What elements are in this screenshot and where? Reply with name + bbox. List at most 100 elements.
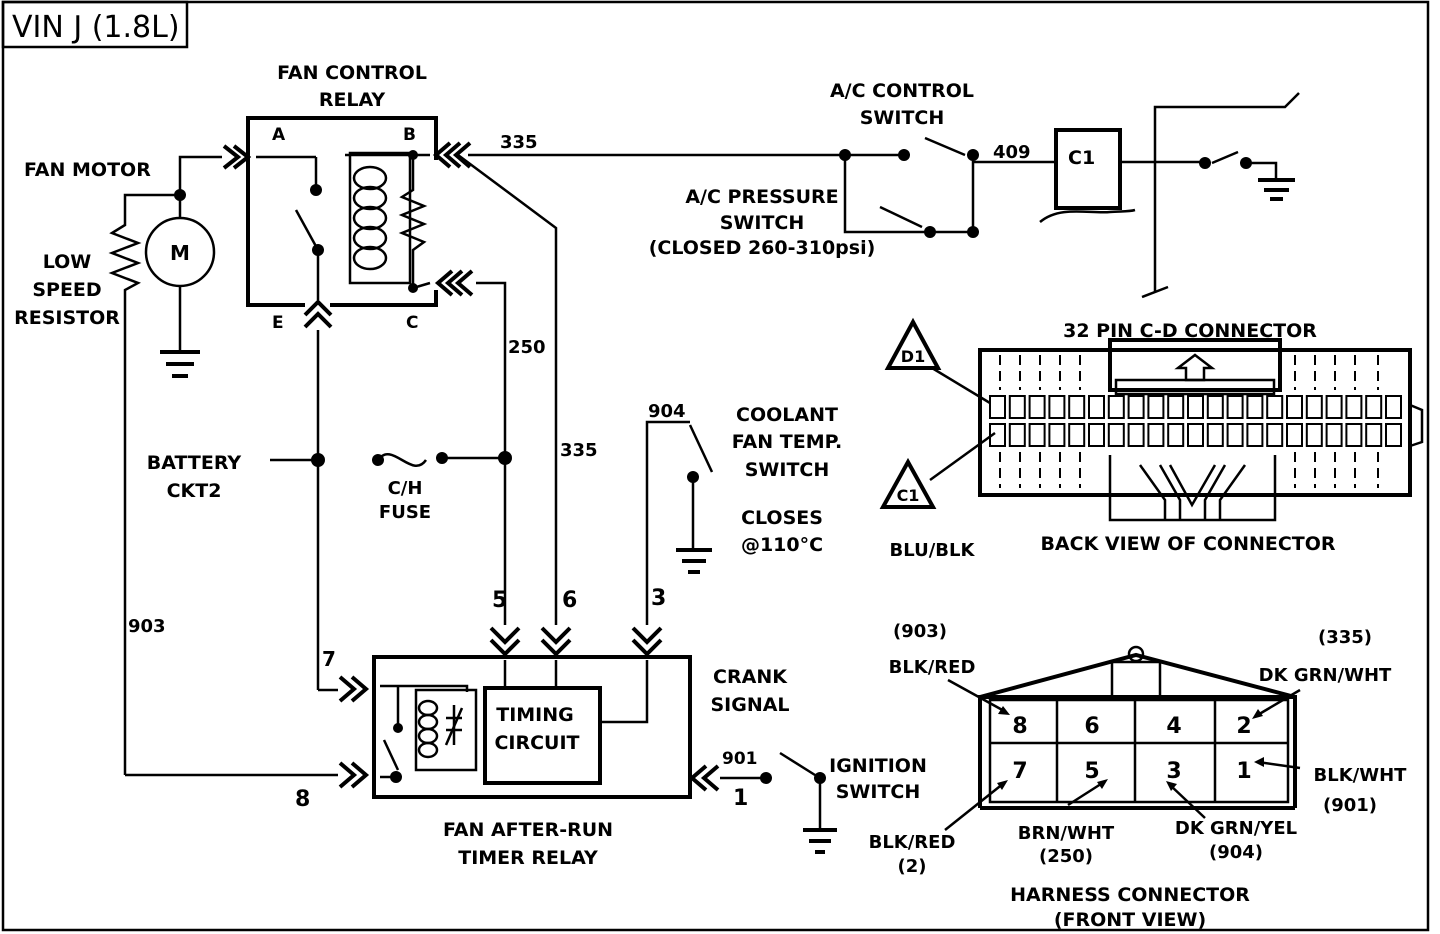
- c1-module-label: C1: [1068, 147, 1095, 169]
- cd-pin-cavity: [1266, 423, 1284, 447]
- ac-pressure-switch-label-2: SWITCH: [720, 212, 805, 234]
- harness-cell-bottom-2: 5: [1084, 759, 1099, 784]
- cd-pin-cavity: [1365, 423, 1383, 447]
- timer-pin-6: 6: [562, 588, 577, 613]
- relay-pin-b-connector: [432, 141, 472, 169]
- cd-connector-title: 32 PIN C-D CONNECTOR: [1063, 320, 1317, 342]
- harness-label-901: (901): [1323, 795, 1377, 816]
- harness-cell-top-1: 8: [1012, 714, 1027, 739]
- timer-pin-5-connector: 5: [489, 588, 521, 657]
- cd-pin-cavity: [1048, 395, 1066, 419]
- harness-label-335: (335): [1318, 627, 1372, 648]
- harness-caption-1: HARNESS CONNECTOR: [1010, 884, 1250, 906]
- cd-pin-cavity: [1187, 395, 1204, 419]
- cd-pin-cavity: [989, 395, 1006, 419]
- cd-pin-cavity: [1286, 395, 1303, 419]
- crank-signal-label-1: CRANK: [713, 666, 788, 688]
- cd-pin-cavity: [1068, 395, 1086, 419]
- relay-coil: [352, 165, 388, 271]
- ignition-switch-label-1: IGNITION: [829, 755, 927, 777]
- harness-label-blk-red-top: BLK/RED: [889, 657, 976, 678]
- ac-control-switch: A/C CONTROL SWITCH: [830, 80, 979, 161]
- low-speed-resistor-label-1: LOW: [43, 251, 92, 273]
- wire-409-label: 409: [993, 142, 1031, 163]
- timer-pin-8-connector: 8: [295, 761, 370, 812]
- title-box: VIN J (1.8L): [1, 0, 189, 49]
- cd-pin-cavity: [1068, 423, 1086, 447]
- cd-pin-cavity: [1385, 423, 1402, 447]
- page-title: VIN J (1.8L): [12, 10, 180, 45]
- timer-pin-7-connector: 7: [318, 647, 370, 703]
- harness-label-brn-wht: BRN/WHT: [1018, 823, 1115, 844]
- wire-335-vert-label: 335: [560, 440, 598, 461]
- relay-pin-a: A: [272, 125, 286, 145]
- cd-pin-cavity: [1206, 423, 1224, 447]
- fan-control-relay-label-1: FAN CONTROL: [277, 62, 427, 84]
- cd-pin-cavity: [1345, 395, 1363, 419]
- relay-pin-b: B: [403, 125, 416, 145]
- cd-pin-cavity: [1385, 395, 1402, 419]
- ignition-switch-label-2: SWITCH: [836, 781, 921, 803]
- timer-pin-1-connector: 1: [688, 764, 748, 811]
- cd-pin-cavity: [1246, 423, 1264, 447]
- cd-pin-cavity: [1107, 395, 1125, 419]
- low-speed-resistor: LOW SPEED RESISTOR: [14, 193, 180, 775]
- coolant-switch-label-4: CLOSES: [741, 507, 823, 529]
- cd-pin-cavity: [1305, 395, 1323, 419]
- cd-wire-color: BLU/BLK: [890, 540, 976, 561]
- cd-pin-cavity: [1008, 423, 1026, 447]
- crank-signal-label-2: SIGNAL: [710, 694, 789, 716]
- c1-module: C1: [1039, 92, 1300, 299]
- cd-pin-cavity: [1266, 395, 1284, 419]
- cd-pin-cavity: [1226, 423, 1244, 447]
- cd-pin-cavity: [1286, 423, 1303, 447]
- low-speed-resistor-label-3: RESISTOR: [14, 307, 120, 329]
- cd-pin-cavity: [989, 423, 1006, 447]
- relay-pin-c: C: [406, 313, 418, 333]
- cd-pin-cavity: [1147, 423, 1165, 447]
- ch-fuse: C/H FUSE: [372, 452, 505, 523]
- cd-pin-cavity: [1206, 395, 1224, 419]
- fan-motor-symbol: M: [170, 241, 190, 265]
- timer-pin-6-connector: 6: [540, 588, 577, 657]
- timer-pin-3-connector: 3: [631, 586, 666, 657]
- timing-circuit-label-1: TIMING: [496, 704, 574, 726]
- cd-pin-cavity: [1028, 423, 1046, 447]
- ac-pressure-switch: A/C PRESSURE SWITCH (CLOSED 260-310psi): [649, 155, 979, 259]
- low-speed-resistor-label-2: SPEED: [32, 279, 101, 301]
- ch-fuse-label-2: FUSE: [379, 502, 431, 523]
- wire-904-label: 904: [648, 401, 686, 422]
- coolant-switch-label-2: FAN TEMP.: [732, 431, 843, 453]
- cd-pin-cavity: [1345, 423, 1363, 447]
- harness-cell-bottom-1: 7: [1012, 759, 1027, 784]
- harness-label-blk-red-bottom: BLK/RED: [869, 832, 956, 853]
- cd-pin-cavity: [1127, 423, 1145, 447]
- timer-pin-8: 8: [295, 787, 310, 812]
- harness-cell-top-4: 2: [1236, 714, 1251, 739]
- timer-pin-1: 1: [733, 786, 748, 811]
- cd-pin-cavity: [1088, 423, 1105, 447]
- harness-label-250: (250): [1039, 846, 1093, 867]
- harness-cell-bottom-3: 3: [1166, 759, 1181, 784]
- harness-connector: 8 6 4 2 7 5 3 1 (903) BLK/RED (335) DK G…: [869, 621, 1408, 931]
- cd-pin-cavity: [1325, 395, 1343, 419]
- cd-tag-d1: D1: [901, 347, 925, 366]
- cd-pin-cavity: [1107, 423, 1125, 447]
- wire-335-top-label: 335: [500, 132, 538, 153]
- harness-label-904: (904): [1209, 842, 1263, 863]
- coolant-switch-label-3: SWITCH: [745, 459, 830, 481]
- timing-circuit-label-2: CIRCUIT: [494, 732, 579, 754]
- fan-motor-label: FAN MOTOR: [24, 159, 151, 181]
- battery-feed: BATTERY CKT2: [147, 452, 318, 502]
- coolant-switch-label-1: COOLANT: [736, 404, 838, 426]
- cd-pin-cavity: [1305, 423, 1323, 447]
- battery-label-2: CKT2: [167, 480, 222, 502]
- timer-pin-7: 7: [322, 647, 336, 671]
- battery-label-1: BATTERY: [147, 452, 242, 474]
- harness-label-dk-grn-yel: DK GRN/YEL: [1175, 818, 1297, 839]
- cd-connector-caption: BACK VIEW OF CONNECTOR: [1040, 533, 1335, 555]
- timer-relay-label-1: FAN AFTER-RUN: [443, 819, 613, 841]
- coolant-fan-temp-switch: 904 COOLANT FAN TEMP. SWITCH CLOSES @110…: [645, 401, 843, 625]
- harness-label-blk-wht: BLK/WHT: [1314, 765, 1408, 786]
